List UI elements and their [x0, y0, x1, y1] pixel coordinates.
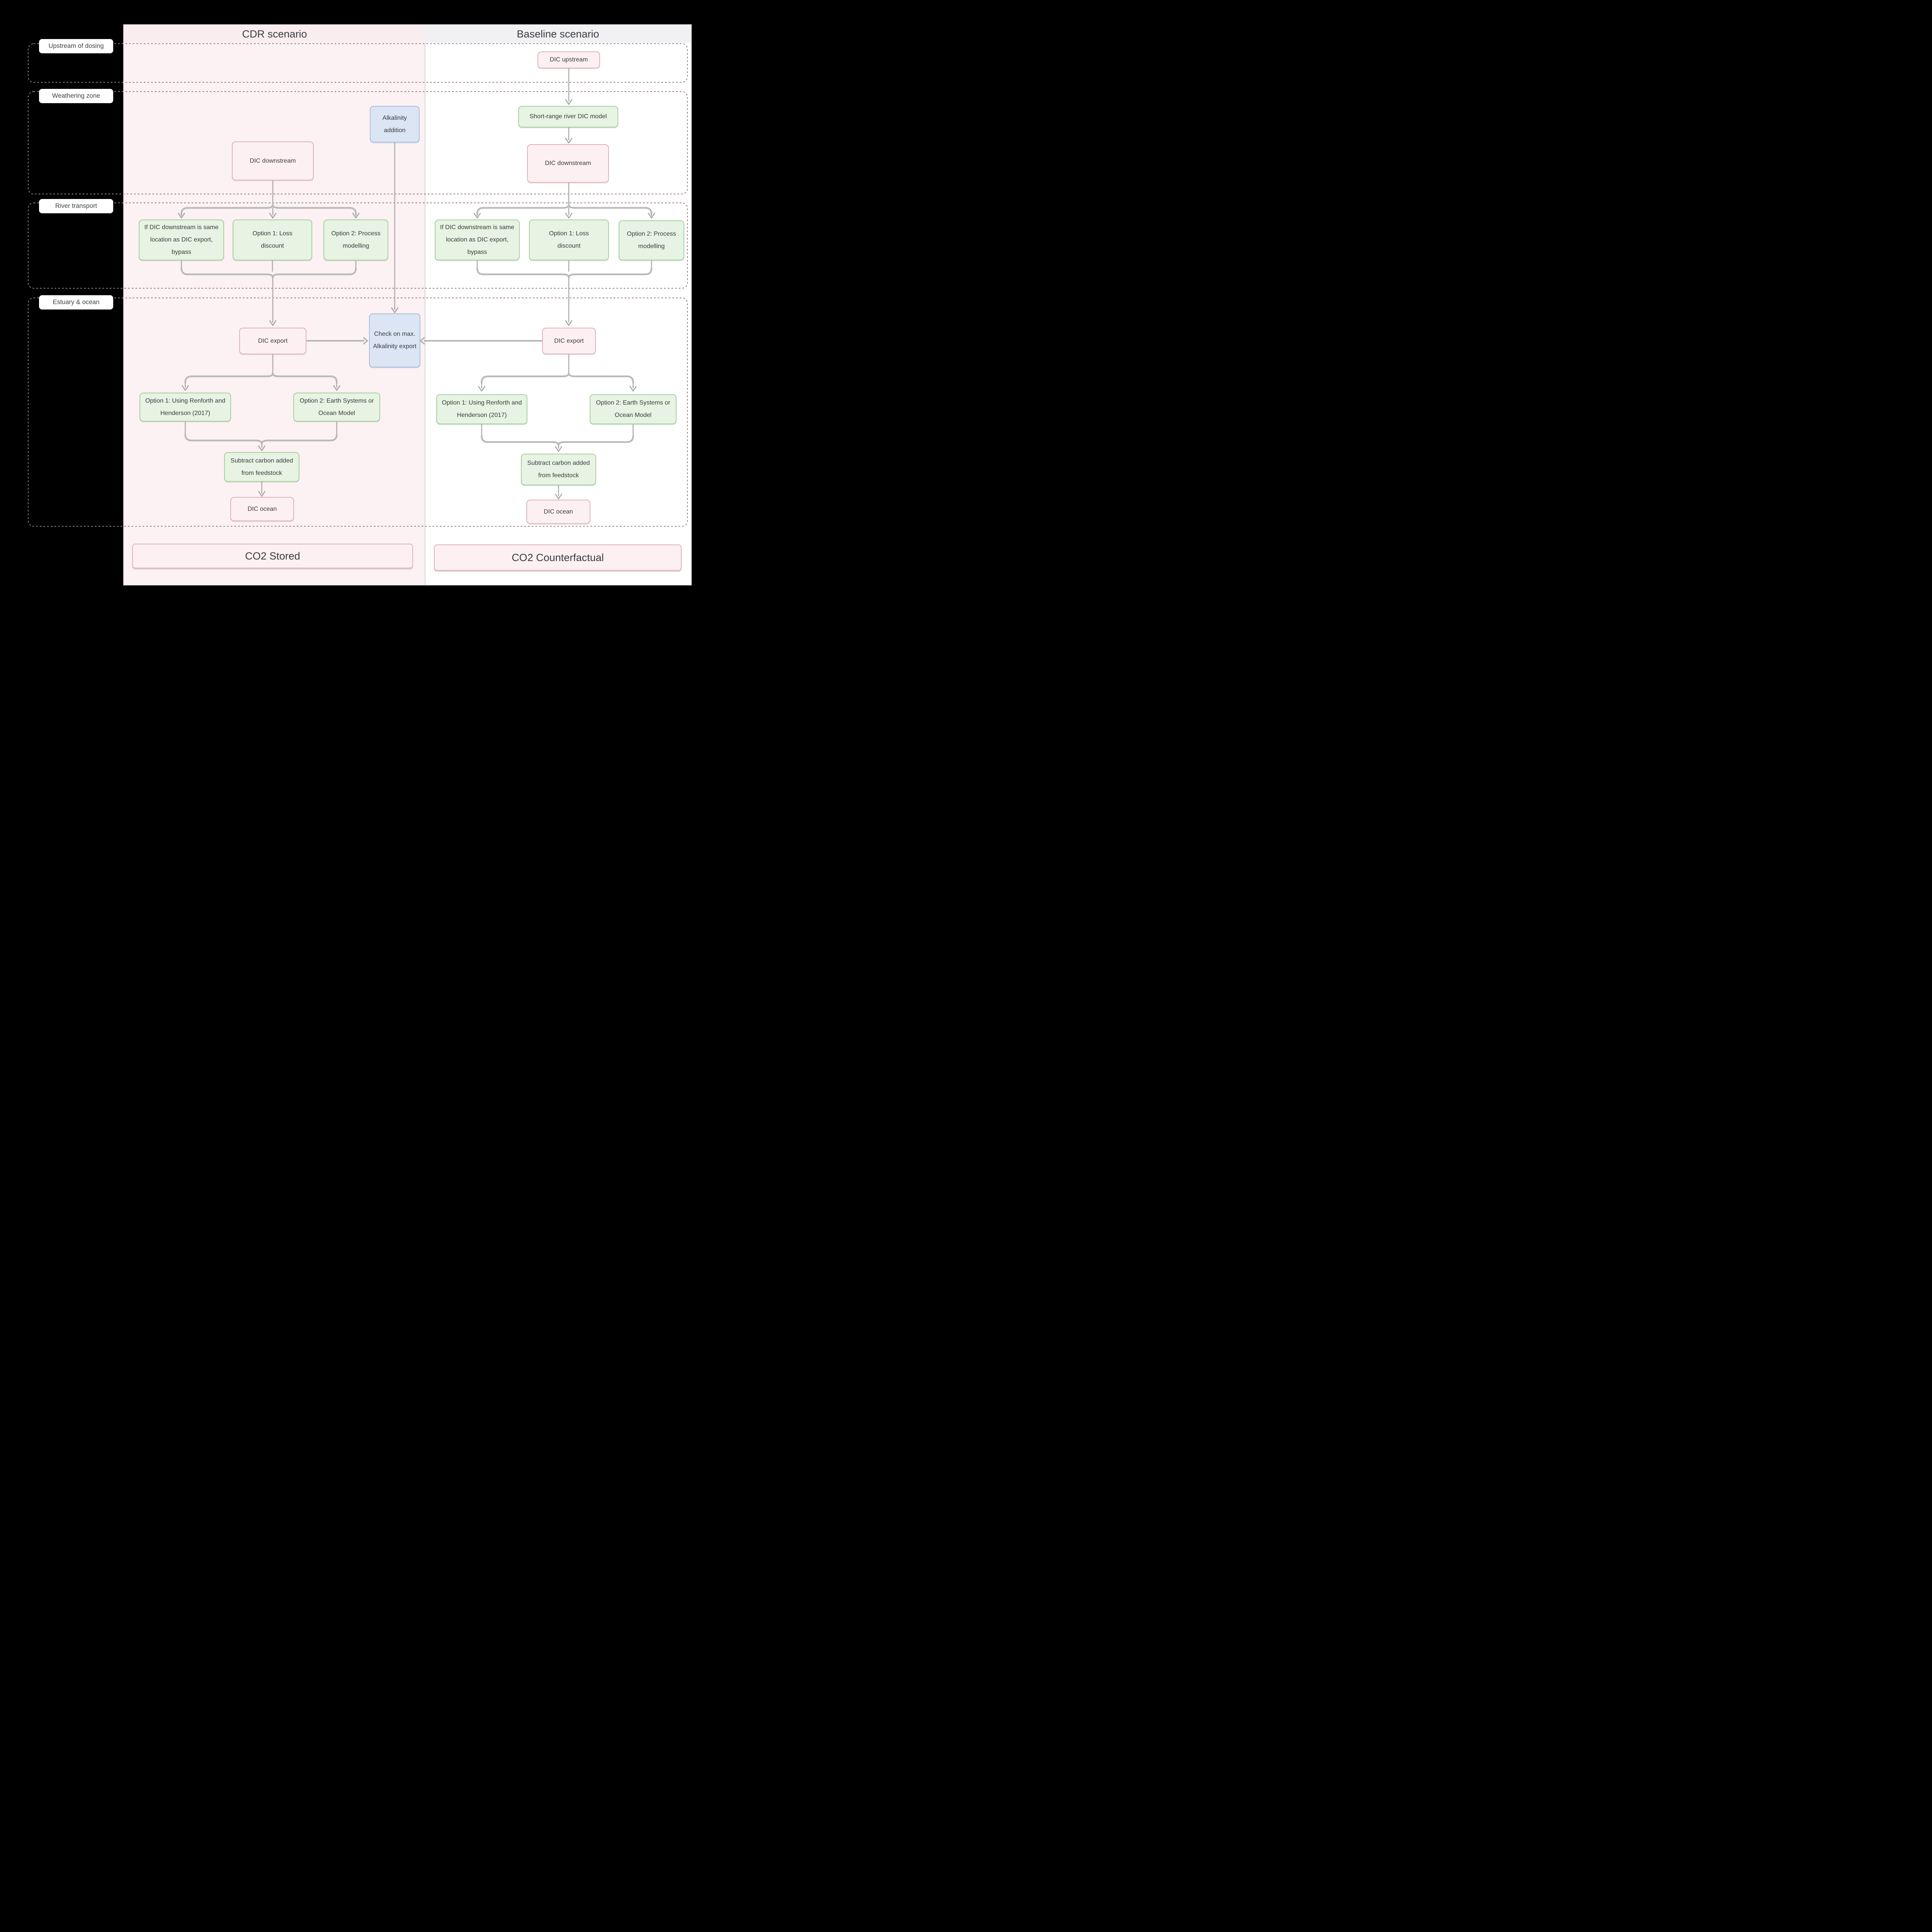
baseline-scenario-title: Baseline scenario: [517, 28, 599, 40]
node-process-modelling-cdr: Option 2: Process modelling: [323, 219, 388, 260]
node-alkalinity-addition: Alkalinity addition: [370, 106, 420, 143]
node-bypass-baseline: If DIC downstream is same location as DI…: [435, 219, 520, 260]
zone-label-river: River transport: [39, 199, 113, 213]
zone-label-upstream: Upstream of dosing: [39, 39, 113, 53]
node-dic-export-cdr: DIC export: [239, 328, 306, 354]
node-dic-downstream-cdr: DIC downstream: [232, 141, 314, 180]
result-co2-counterfactual: CO2 Counterfactual: [434, 544, 682, 571]
cdr-scenario-title: CDR scenario: [242, 28, 307, 40]
node-subtract-carbon-baseline: Subtract carbon added from feedstock: [521, 454, 596, 485]
zone-label-weathering: Weathering zone: [39, 89, 113, 103]
node-check-max-alkalinity-export: Check on max. Alkalinity export: [369, 313, 420, 367]
node-dic-upstream: DIC upstream: [537, 51, 600, 68]
diagram-canvas: CDR scenario Baseline scenario: [0, 0, 705, 600]
node-bypass-cdr: If DIC downstream is same location as DI…: [139, 219, 224, 260]
node-loss-discount-cdr: Option 1: Loss discount: [233, 219, 312, 260]
node-dic-ocean-baseline: DIC ocean: [526, 500, 590, 524]
node-dic-ocean-cdr: DIC ocean: [230, 497, 294, 521]
node-earth-systems-cdr: Option 2: Earth Systems or Ocean Model: [293, 393, 380, 422]
node-loss-discount-baseline: Option 1: Loss discount: [529, 219, 609, 260]
node-renforth-baseline: Option 1: Using Renforth and Henderson (…: [436, 394, 527, 424]
cdr-scenario-header: CDR scenario: [124, 25, 425, 43]
node-earth-systems-baseline: Option 2: Earth Systems or Ocean Model: [590, 394, 677, 424]
node-renforth-cdr: Option 1: Using Renforth and Henderson (…: [139, 393, 231, 422]
node-dic-downstream-baseline: DIC downstream: [527, 144, 609, 183]
node-process-modelling-baseline: Option 2: Process modelling: [619, 220, 684, 260]
result-co2-stored: CO2 Stored: [132, 544, 413, 568]
baseline-scenario-header: Baseline scenario: [425, 25, 691, 43]
node-dic-export-baseline: DIC export: [542, 328, 596, 354]
node-subtract-carbon-cdr: Subtract carbon added from feedstock: [224, 452, 299, 482]
zone-label-estuary: Estuary & ocean: [39, 295, 113, 310]
node-short-range-river-dic-model: Short-range river DIC model: [518, 106, 618, 128]
